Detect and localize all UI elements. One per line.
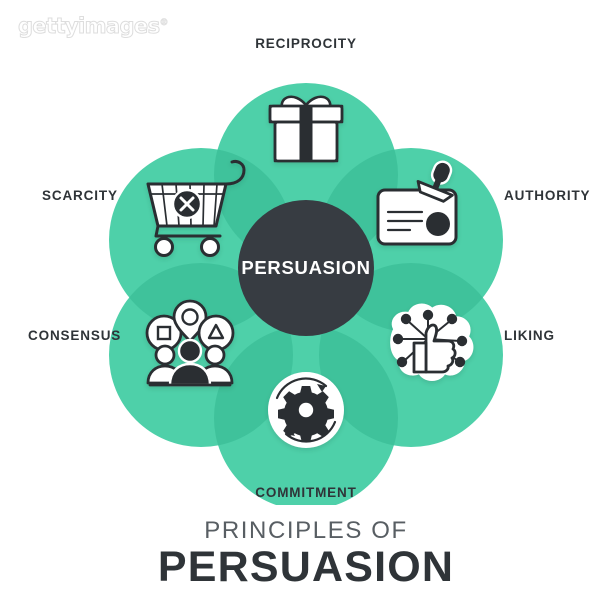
watermark-registered-mark: ®	[159, 18, 169, 29]
title-line-1: PRINCIPLES OF	[204, 517, 408, 544]
petal-label-reciprocity: RECIPROCITY	[255, 36, 357, 51]
gear-cycle-icon	[268, 372, 344, 448]
petal-label-commitment: COMMITMENT	[255, 485, 357, 500]
infographic-title-block: PRINCIPLES OF PERSUASION	[0, 518, 612, 590]
watermark-text: gettyimages	[17, 14, 160, 39]
center-hub[interactable]: PERSUASION	[238, 200, 374, 336]
persuasion-flower-diagram: PERSUASION	[109, 83, 503, 505]
getty-images-watermark: gettyimages®	[17, 14, 169, 39]
gift-box-icon	[268, 95, 344, 163]
cart-unavailable-icon	[146, 160, 246, 257]
petal-label-liking: LIKING	[504, 328, 555, 343]
petal-label-scarcity: SCARCITY	[42, 188, 118, 203]
petal-label-consensus: CONSENSUS	[28, 328, 122, 343]
center-circle	[238, 200, 374, 336]
thumbs-up-network-icon	[390, 303, 474, 381]
center-label: PERSUASION	[241, 257, 370, 278]
title-line-2: PERSUASION	[157, 543, 455, 592]
people-ideas-icon	[145, 299, 235, 387]
petal-label-authority: AUTHORITY	[504, 188, 591, 203]
gift-ribbon	[299, 106, 313, 161]
id-card-stamp-icon	[376, 160, 458, 246]
